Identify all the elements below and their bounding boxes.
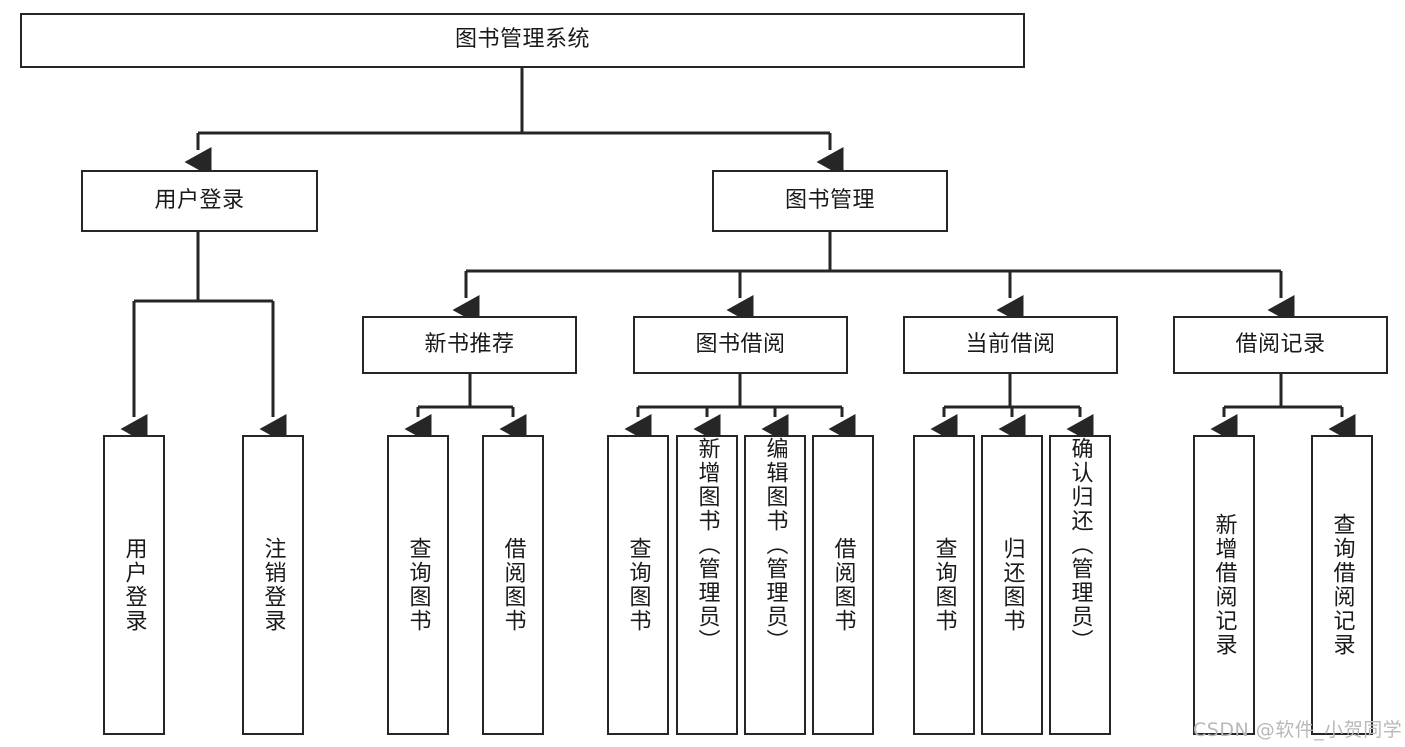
node-current-borrow-label: 当前借阅 <box>965 331 1056 357</box>
node-book-borrow[interactable]: 图书借阅 <box>633 316 848 374</box>
node-leaf-edit-book[interactable]: 编辑图书（管理员） <box>744 435 806 735</box>
node-user-login-label: 用户登录 <box>154 187 245 213</box>
node-leaf-query-book-3[interactable]: 查询图书 <box>913 435 975 735</box>
node-leaf-add-book[interactable]: 新增图书（管理员） <box>676 435 738 735</box>
node-leaf-borrow-book-2[interactable]: 借阅图书 <box>812 435 874 735</box>
node-book-manage-label: 图书管理 <box>784 187 875 213</box>
node-leaf-add-record[interactable]: 新增借阅记录 <box>1193 435 1255 735</box>
node-leaf-confirm-return[interactable]: 确认归还（管理员） <box>1049 435 1111 735</box>
node-leaf-borrow-book-1[interactable]: 借阅图书 <box>482 435 544 735</box>
node-leaf-add-book-label: 新增图书（管理员） <box>694 437 720 653</box>
node-leaf-query-book-2[interactable]: 查询图书 <box>607 435 669 735</box>
node-leaf-user-login[interactable]: 用户登录 <box>103 435 165 735</box>
node-leaf-borrow-book-2-label: 借阅图书 <box>830 537 856 633</box>
node-book-borrow-label: 图书借阅 <box>695 331 786 357</box>
node-leaf-return-book[interactable]: 归还图书 <box>981 435 1043 735</box>
node-borrow-record[interactable]: 借阅记录 <box>1173 316 1388 374</box>
node-borrow-record-label: 借阅记录 <box>1235 331 1326 357</box>
node-user-login[interactable]: 用户登录 <box>81 170 318 232</box>
node-leaf-user-login-label: 用户登录 <box>121 537 147 633</box>
node-root-label: 图书管理系统 <box>454 27 590 53</box>
node-current-borrow[interactable]: 当前借阅 <box>903 316 1118 374</box>
node-leaf-query-book-1-label: 查询图书 <box>405 537 431 633</box>
node-leaf-query-record-label: 查询借阅记录 <box>1329 513 1355 657</box>
node-book-manage[interactable]: 图书管理 <box>712 170 948 232</box>
node-new-book-rec-label: 新书推荐 <box>424 331 515 357</box>
node-leaf-query-record[interactable]: 查询借阅记录 <box>1311 435 1373 735</box>
node-leaf-query-book-2-label: 查询图书 <box>625 537 651 633</box>
node-leaf-borrow-book-1-label: 借阅图书 <box>500 537 526 633</box>
node-leaf-confirm-return-label: 确认归还（管理员） <box>1067 437 1093 653</box>
node-leaf-query-book-1[interactable]: 查询图书 <box>387 435 449 735</box>
node-leaf-logout[interactable]: 注销登录 <box>242 435 304 735</box>
node-root[interactable]: 图书管理系统 <box>20 13 1025 68</box>
node-leaf-edit-book-label: 编辑图书（管理员） <box>762 437 788 653</box>
node-leaf-add-record-label: 新增借阅记录 <box>1211 513 1237 657</box>
watermark-text: CSDN @软件_小贺同学 <box>1193 719 1403 741</box>
node-leaf-query-book-3-label: 查询图书 <box>931 537 957 633</box>
node-leaf-logout-label: 注销登录 <box>260 537 286 633</box>
node-new-book-rec[interactable]: 新书推荐 <box>362 316 577 374</box>
node-leaf-return-book-label: 归还图书 <box>999 537 1025 633</box>
